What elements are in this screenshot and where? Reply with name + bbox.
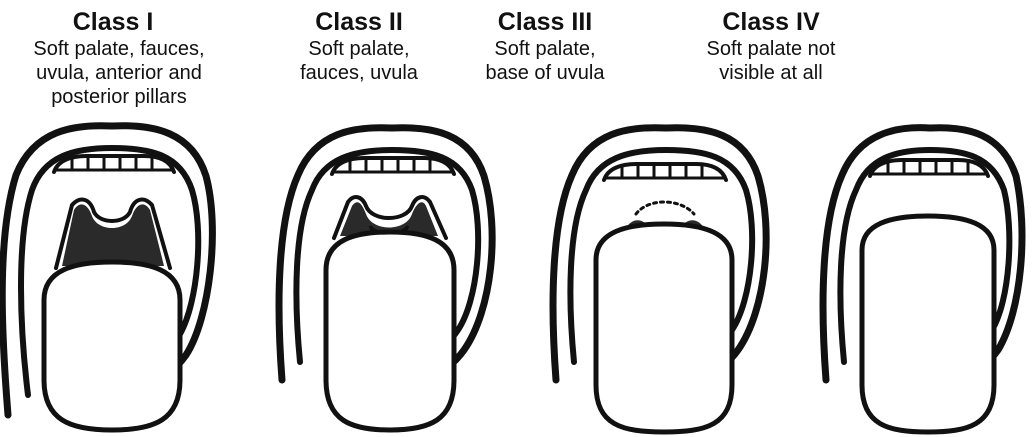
mouth-class-1-icon bbox=[0, 0, 224, 437]
class-4-panel: Class IV Soft palate not visible at all bbox=[774, 0, 1032, 437]
mouth-class-4-icon bbox=[818, 0, 1032, 437]
class-1-panel: Class I Soft palate, fauces, uvula, ante… bbox=[0, 0, 258, 437]
